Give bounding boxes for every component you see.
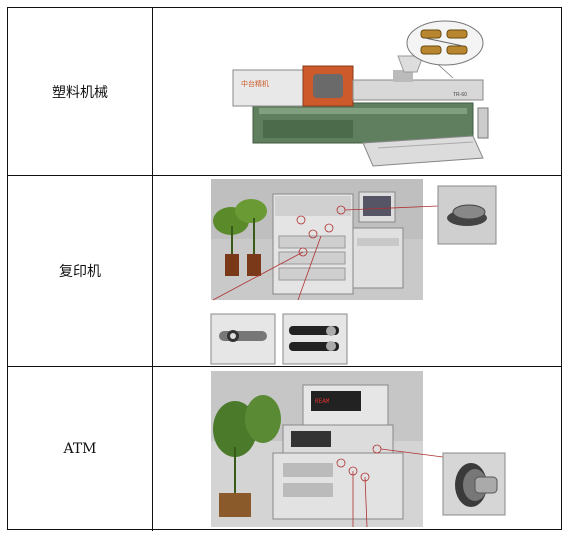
atm-image: REAM <box>153 367 561 531</box>
copier-illustration <box>210 179 497 365</box>
injection-molding-machine-illustration: 中台精机 TR-60 <box>232 20 489 167</box>
roller-detail <box>420 29 468 55</box>
callout-lines <box>212 205 439 301</box>
machine-model-label: TR-60 <box>453 92 467 98</box>
table-row-plastic-machinery: 塑料机械 中台精机 TR-60 <box>8 8 561 176</box>
atm-illustration: REAM <box>211 371 506 528</box>
plastic-machine-image: 中台精机 TR-60 <box>153 8 561 175</box>
table-row-copier: 复印机 <box>8 176 561 367</box>
row-label-plastic-machinery: 塑料机械 <box>8 8 153 175</box>
callout-lines <box>336 444 444 528</box>
atm-display-text: REAM <box>315 398 330 405</box>
row-label-atm: ATM <box>8 367 153 531</box>
plant-decoration <box>213 199 267 276</box>
table-row-atm: ATM REAM <box>8 367 561 531</box>
application-table: 塑料机械 中台精机 TR-60 <box>7 7 562 531</box>
plant-decoration <box>213 395 281 517</box>
row-label-copier: 复印机 <box>8 176 153 366</box>
copier-image <box>153 176 561 366</box>
roller-detail-2 <box>282 313 348 365</box>
machine-brand-label: 中台精机 <box>241 79 269 88</box>
